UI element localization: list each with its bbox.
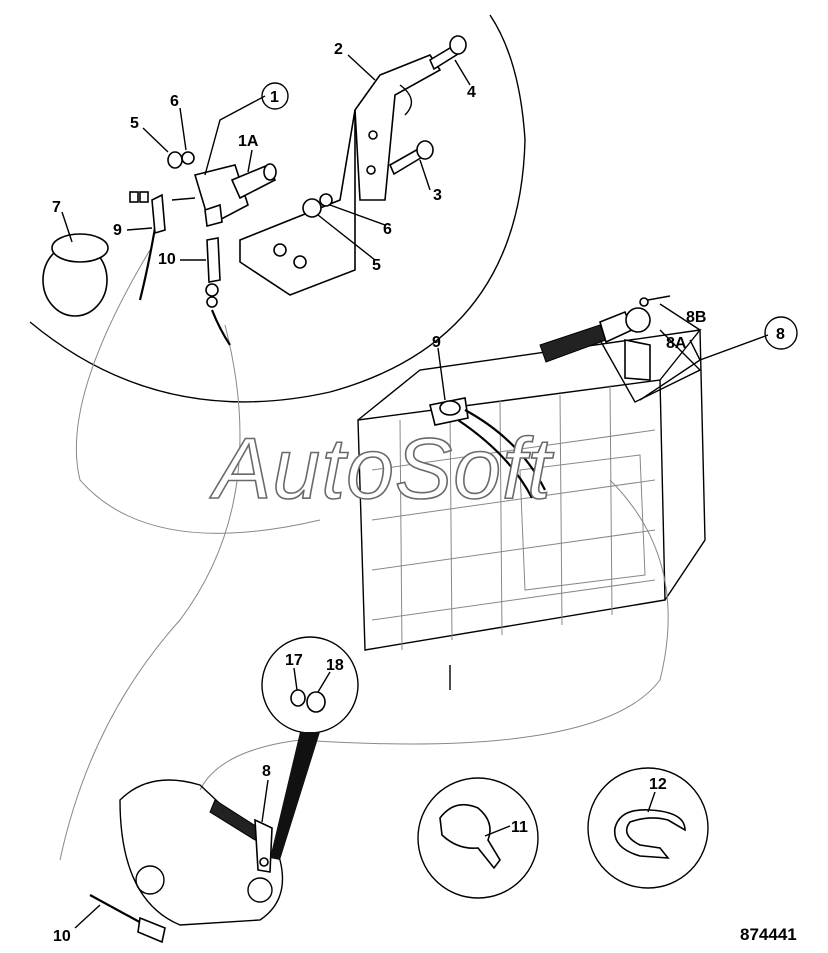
cable-10-lower	[89, 894, 166, 944]
callout-6-upper: 6	[170, 93, 179, 110]
callout-3: 3	[433, 187, 442, 204]
washer-17	[290, 689, 306, 707]
callout-5-lower: 5	[372, 257, 381, 274]
callout-2: 2	[334, 41, 343, 58]
callout-9-detail: 9	[113, 222, 122, 239]
callout-18: 18	[326, 657, 344, 674]
switch-cover	[42, 233, 109, 317]
callout-circle-8	[764, 316, 798, 350]
cable-route-3	[299, 479, 669, 745]
positive-cable-boot	[539, 295, 702, 403]
isolator-switch	[129, 163, 277, 228]
callout-10-lower: 10	[53, 928, 71, 945]
nut-washer-upper	[167, 151, 195, 169]
watermark: AutoSoft	[209, 421, 554, 517]
callout-7: 7	[52, 199, 61, 216]
callout-8b: 8B	[686, 309, 706, 326]
callout-8-starter: 8	[262, 763, 271, 780]
bolt-4	[428, 35, 467, 71]
callout-5-upper: 5	[130, 115, 139, 132]
callout-12: 12	[649, 776, 667, 793]
inset-circle-11	[417, 777, 539, 899]
cable-clip-12	[613, 809, 686, 859]
nut-18	[306, 691, 326, 713]
cable-route-1	[75, 249, 321, 534]
callout-1a: 1A	[238, 133, 259, 150]
inset-circle-12	[587, 767, 709, 889]
callout-8a: 8A	[666, 335, 687, 352]
starter-motor	[119, 779, 284, 926]
inset-circle-17-18	[261, 636, 359, 734]
cable-ends-detail	[138, 193, 231, 346]
callout-circle-1	[261, 82, 289, 110]
cable-route-2	[59, 324, 241, 861]
callout-10-detail: 10	[158, 251, 176, 268]
callout-4: 4	[467, 84, 476, 101]
nut-washer-lower	[302, 193, 333, 218]
battery	[357, 329, 706, 690]
callout-11: 11	[511, 819, 528, 836]
leader-lines	[61, 54, 769, 929]
battery-negative-clamp	[429, 397, 546, 499]
cable-route-4	[199, 739, 301, 791]
bolt-3	[388, 140, 434, 176]
cable-tie-11	[439, 803, 501, 870]
callout-17: 17	[285, 652, 303, 669]
callout-8-circle: 8	[776, 326, 785, 343]
callout-9-battery: 9	[432, 334, 441, 351]
drawing-number: 874441	[740, 925, 797, 944]
callout-6-lower: 6	[383, 221, 392, 238]
callout-1: 1	[270, 89, 279, 106]
mounting-bracket	[239, 54, 442, 296]
inset-pointer-17-18	[270, 732, 320, 860]
detail-circle-outline	[29, 14, 526, 403]
